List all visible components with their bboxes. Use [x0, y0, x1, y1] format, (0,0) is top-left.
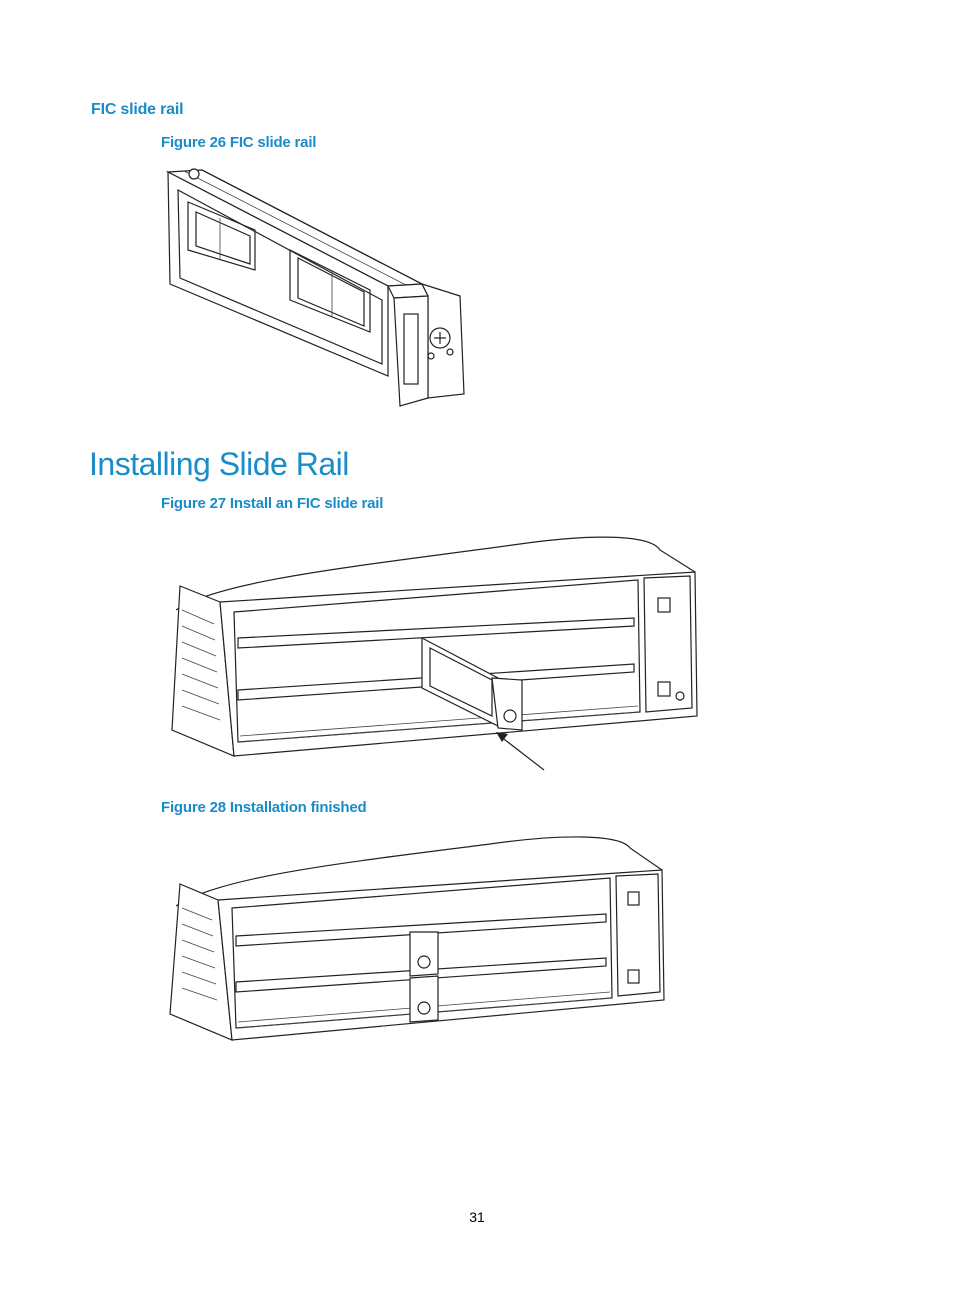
- figure-28-caption: Figure 28 Installation finished: [161, 799, 367, 816]
- section-heading: FIC slide rail: [91, 101, 184, 118]
- main-heading: Installing Slide Rail: [89, 446, 349, 482]
- figure-27-caption: Figure 27 Install an FIC slide rail: [161, 495, 384, 512]
- chassis-install-figure: [171, 536, 698, 771]
- chassis-installed-figure: [169, 836, 665, 1041]
- fic-slide-rail-figure: [165, 168, 465, 407]
- page-number: 31: [469, 1209, 485, 1225]
- figure-26-caption: Figure 26 FIC slide rail: [161, 134, 317, 151]
